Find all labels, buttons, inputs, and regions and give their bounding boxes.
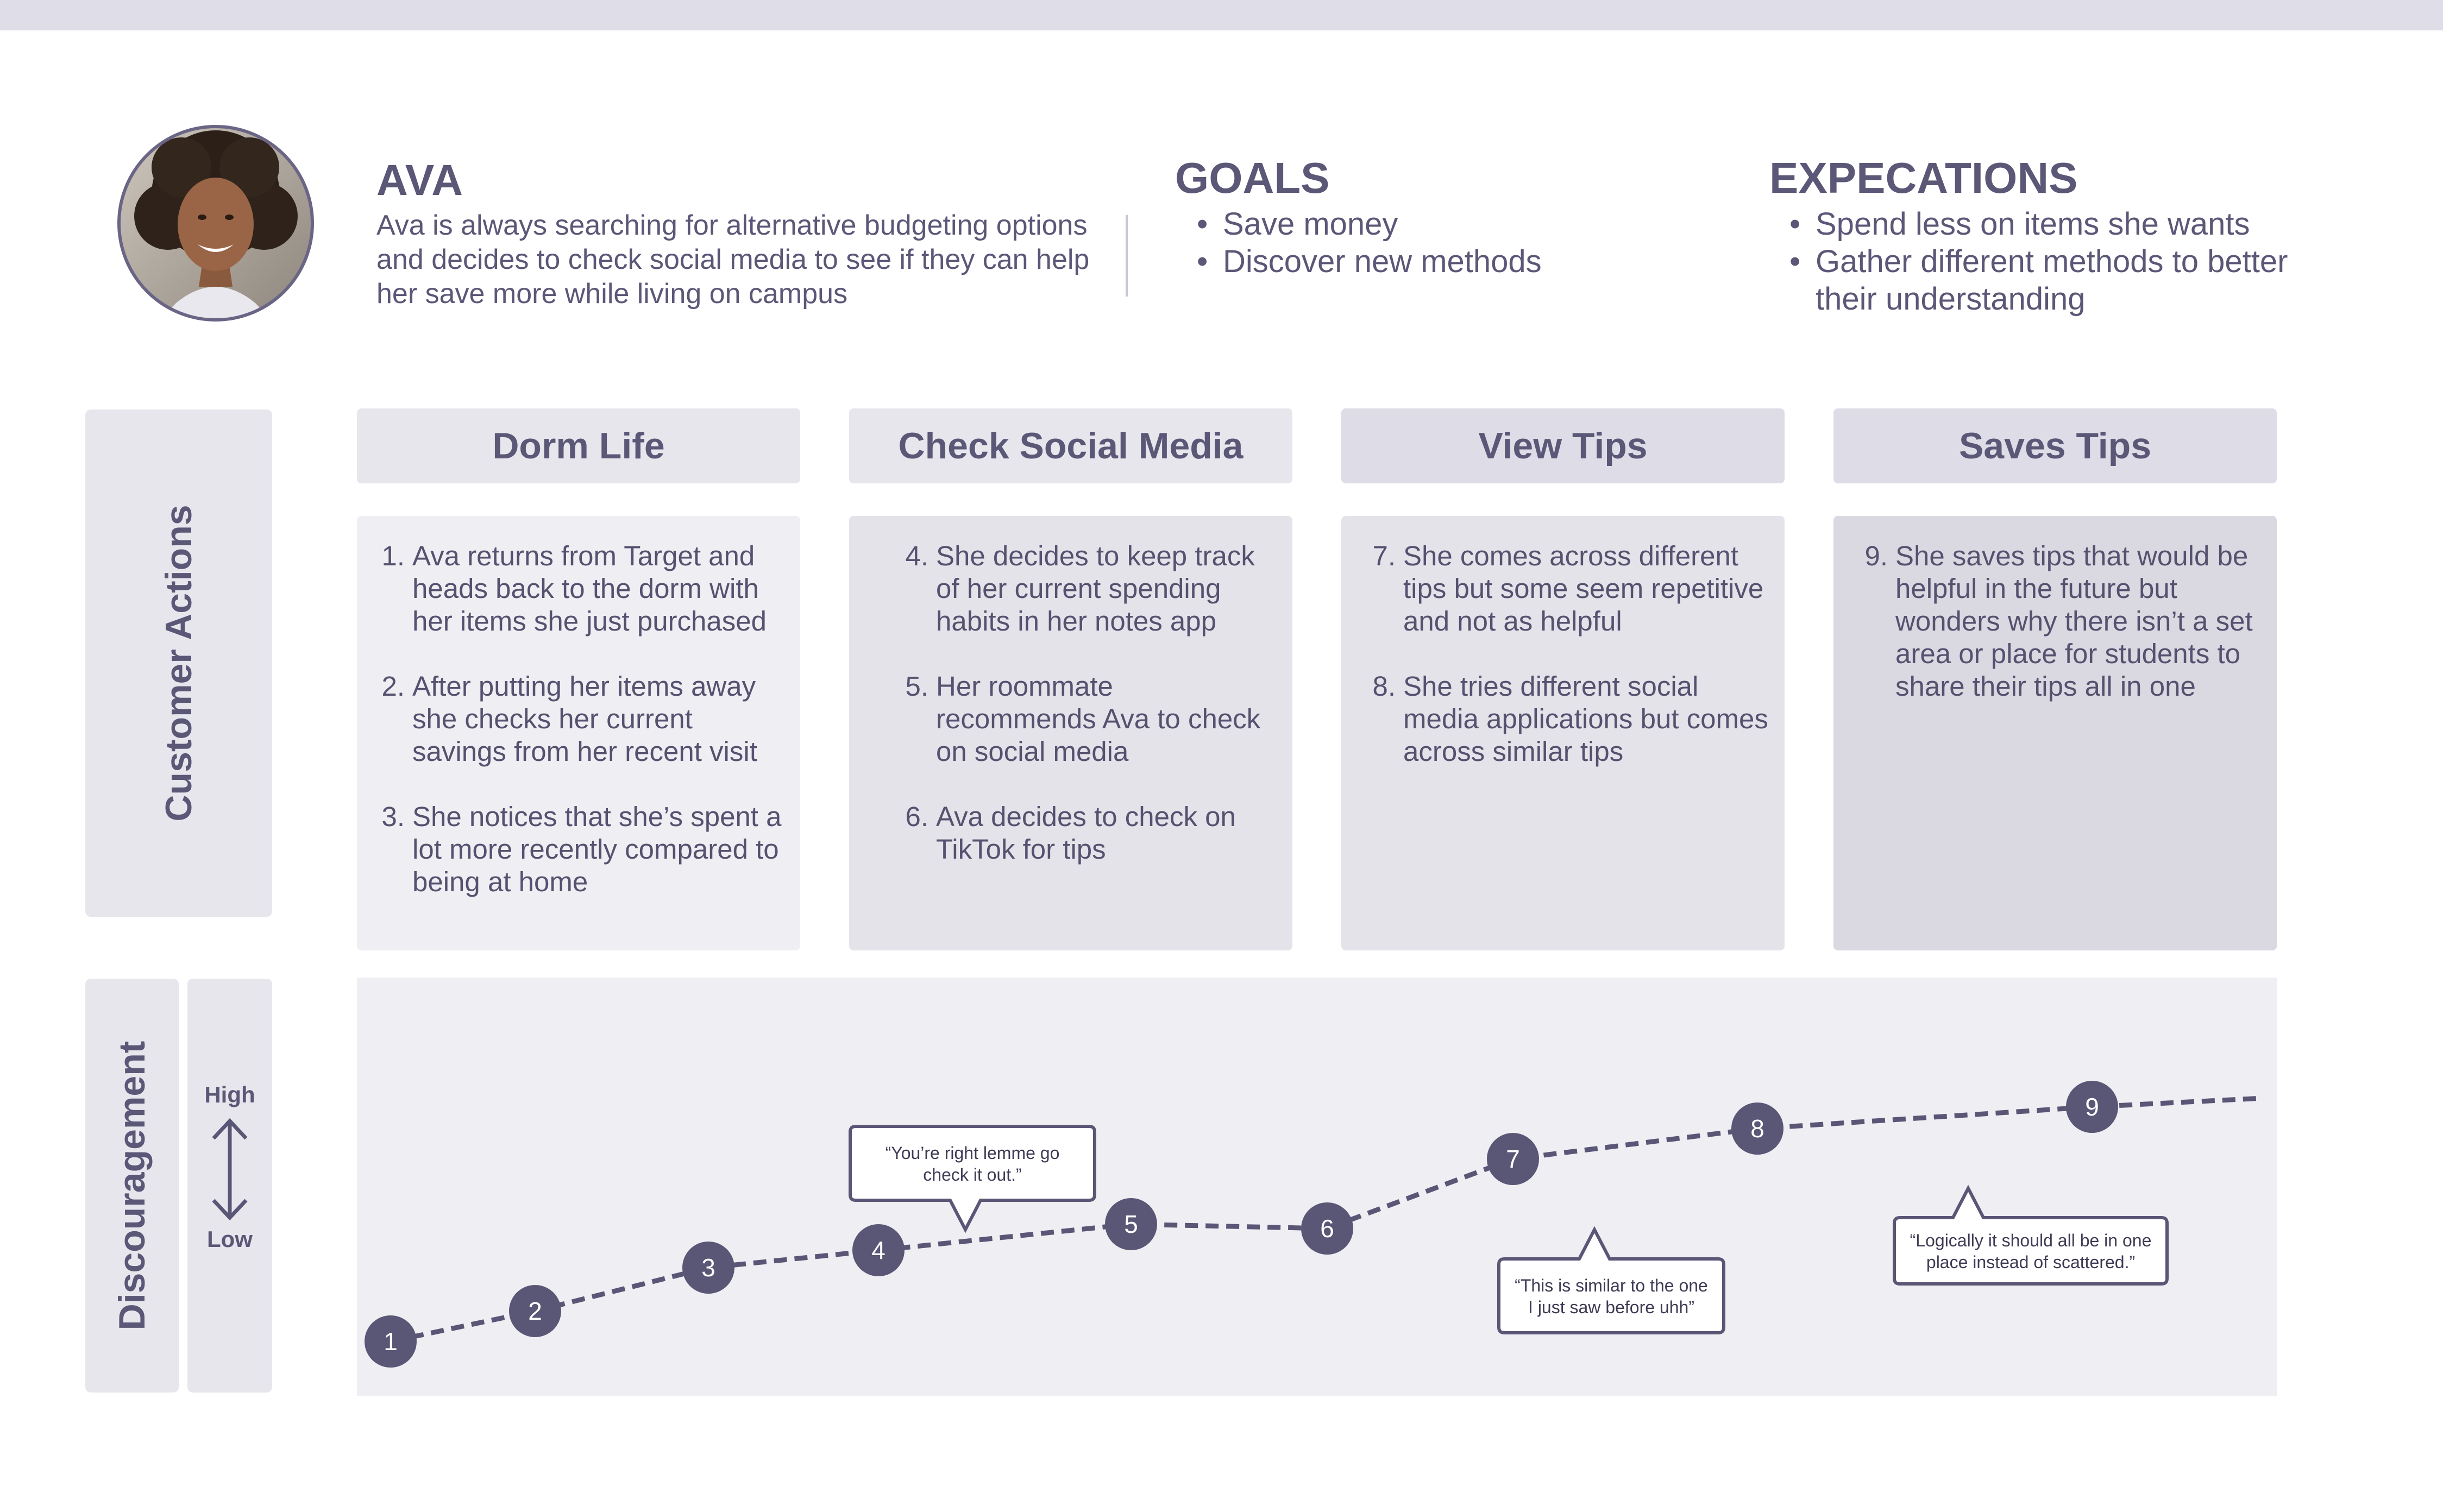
journey-point-label: 6 <box>1320 1214 1334 1243</box>
expectation-item: Spend less on items she wants <box>1785 205 2328 243</box>
persona-avatar <box>117 125 314 322</box>
up-down-arrow-icon <box>212 1118 248 1221</box>
stage-header-dorm-life: Dorm Life <box>357 408 800 483</box>
journey-point-3: 3 <box>682 1242 734 1294</box>
scale-low-label: Low <box>207 1226 253 1252</box>
goal-item: Save money <box>1192 205 1542 243</box>
goals-title: GOALS <box>1175 154 1330 202</box>
stage-header-saves-tips: Saves Tips <box>1833 408 2277 483</box>
stage-actions-dorm-life: 1.Ava returns from Target and heads back… <box>357 516 800 950</box>
action-step: 6.Ava decides to check on TikTok for tip… <box>905 801 1236 865</box>
journey-point-label: 2 <box>528 1297 542 1325</box>
stage-actions-saves-tips: 9.She saves tips that would be helpful i… <box>1833 516 2277 950</box>
quote-text-line: “This is similar to the one <box>1515 1276 1708 1295</box>
stage-actions-view-tips: 7.She comes across different tips but so… <box>1341 516 1785 950</box>
goals-list: Save money Discover new methods <box>1192 205 1542 280</box>
quote-bubble-7: “This is similar to the one I just saw be… <box>1497 1226 1725 1334</box>
expectations-title: EXPECATIONS <box>1769 154 2078 202</box>
journey-point-8: 8 <box>1731 1102 1783 1155</box>
stage-actions-check-social-media: 4.She decides to keep track of her curre… <box>849 516 1292 950</box>
discouragement-line <box>390 1095 2263 1344</box>
journey-point-label: 5 <box>1124 1210 1138 1238</box>
journey-point-label: 3 <box>701 1253 715 1282</box>
journey-point-label: 9 <box>2085 1093 2099 1121</box>
action-step: 3.She notices that she’s spent a lot mor… <box>381 801 782 897</box>
quote-text-line: check it out.” <box>923 1165 1021 1185</box>
action-step: 5.Her roommate recommends Ava to check o… <box>905 671 1261 767</box>
journey-point-label: 1 <box>384 1327 398 1356</box>
journey-point-label: 7 <box>1506 1145 1520 1173</box>
quote-bubble-9: “Logically it should all be in one place … <box>1893 1185 2169 1286</box>
persona-name: AVA <box>376 156 464 204</box>
action-step: 4.She decides to keep track of her curre… <box>905 540 1255 637</box>
scale-rail: High Low <box>187 979 272 1393</box>
action-step: 9.She saves tips that would be helpful i… <box>1864 540 2253 702</box>
action-step: 8.She tries different social media appli… <box>1372 671 1768 767</box>
action-step: 1.Ava returns from Target and heads back… <box>381 540 767 637</box>
quote-text-line: place instead of scattered.” <box>1926 1252 2135 1272</box>
scale-high-label: High <box>204 1082 255 1107</box>
top-banner <box>0 0 2443 30</box>
journey-point-5: 5 <box>1105 1198 1157 1250</box>
persona-description: Ava is always searching for alternative … <box>376 210 1090 310</box>
stage-header-check-social-media: Check Social Media <box>849 408 1292 483</box>
quote-text-line: I just saw before uhh” <box>1528 1297 1694 1317</box>
journey-point-label: 8 <box>1750 1114 1764 1143</box>
quote-text-line: “Logically it should all be in one <box>1910 1231 2152 1250</box>
header-divider <box>1126 215 1128 297</box>
stage-header-view-tips: View Tips <box>1341 408 1785 483</box>
journey-point-2: 2 <box>509 1285 561 1337</box>
discouragement-rail: Discouragement <box>85 979 179 1393</box>
journey-point-7: 7 <box>1487 1133 1539 1185</box>
journey-point-1: 1 <box>365 1315 417 1368</box>
action-step: 2.After putting her items away she check… <box>381 671 757 767</box>
goal-item: Discover new methods <box>1192 243 1542 280</box>
journey-point-9: 9 <box>2066 1081 2118 1133</box>
customer-actions-rail: Customer Actions <box>85 410 272 917</box>
journey-point-label: 4 <box>871 1236 885 1264</box>
action-step: 7.She comes across different tips but so… <box>1372 540 1764 637</box>
expectations-list: Spend less on items she wants Gather dif… <box>1785 205 2328 318</box>
journey-point-6: 6 <box>1301 1202 1353 1255</box>
customer-actions-label: Customer Actions <box>158 505 199 822</box>
quote-text-line: “You’re right lemme go <box>885 1143 1060 1163</box>
expectation-item: Gather different methods to better their… <box>1785 243 2328 318</box>
journey-point-4: 4 <box>852 1224 905 1276</box>
discouragement-label: Discouragement <box>111 1041 153 1331</box>
